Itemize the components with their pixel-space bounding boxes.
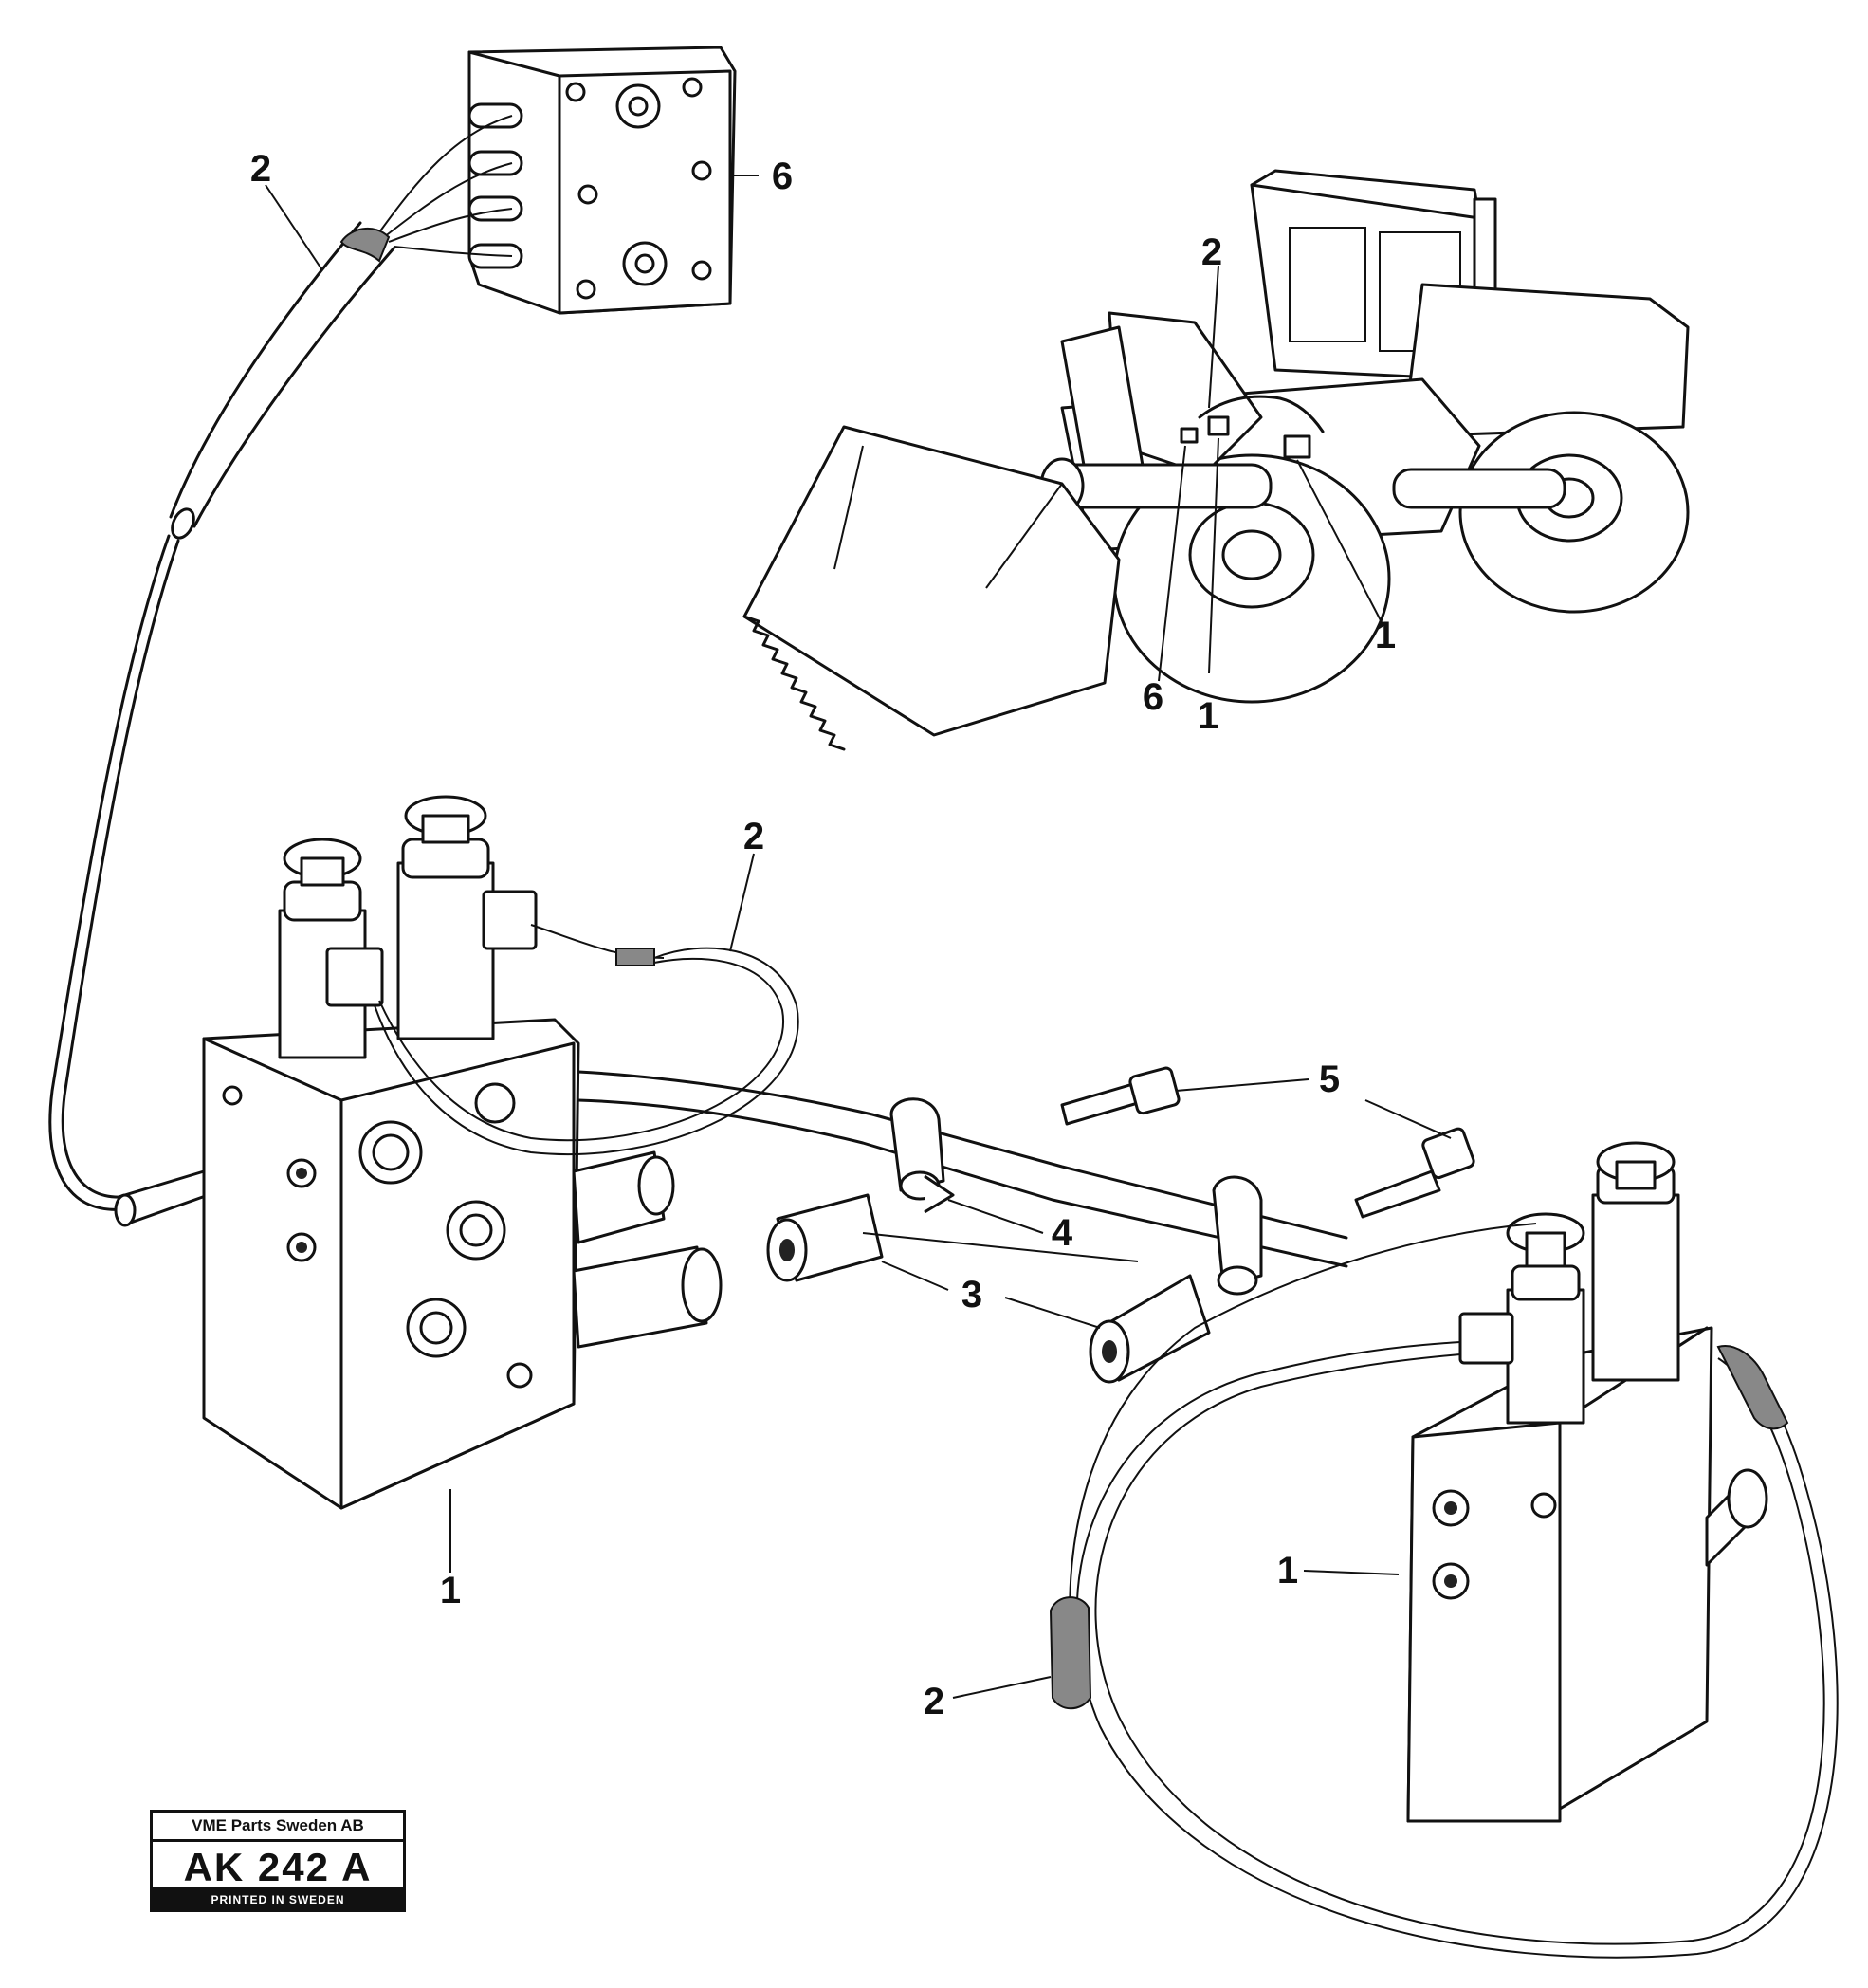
callout-2-valve-cable: 2 [742,816,765,857]
callout-1-right-valve: 1 [1276,1550,1299,1592]
callout-3-spacers: 3 [961,1274,983,1316]
callout-1-left-valve: 1 [439,1570,462,1611]
callout-5-screws: 5 [1318,1058,1341,1100]
stamp-company: VME Parts Sweden AB [153,1813,403,1842]
parts-stamp: VME Parts Sweden AB AK 242 A PRINTED IN … [150,1810,406,1912]
cable-relay-to-valve [48,221,395,1227]
stamp-code: AK 242 A [183,1845,373,1889]
callout-2-machine: 2 [1200,231,1223,273]
callout-1-machine-right: 1 [1374,615,1397,656]
left-valve-block [202,795,799,1573]
tube-and-clamps [577,1066,1475,1384]
callout-1-machine-left: 1 [1197,695,1219,737]
stamp-printed: PRINTED IN SWEDEN [153,1887,403,1909]
relay-box [378,46,737,315]
callout-4-clamps: 4 [1051,1212,1073,1254]
callout-2-top-cable: 2 [249,148,272,190]
wheel-loader-illustration [742,169,1690,751]
callout-6-machine: 6 [1142,676,1164,718]
right-valve-block [952,1141,1839,1959]
callout-2-right-cable: 2 [923,1681,945,1722]
callout-6-relay: 6 [771,156,794,197]
